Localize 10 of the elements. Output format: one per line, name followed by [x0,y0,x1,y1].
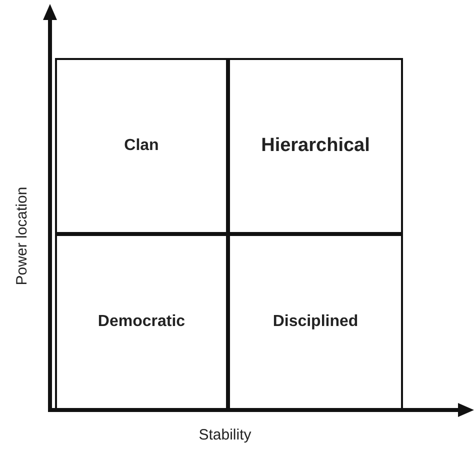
quadrant-cell [227,58,403,235]
quadrant-label: Democratic [98,313,186,331]
quadrant-label: Clan [124,137,159,155]
quadrant-cell [55,58,229,235]
quadrant-label: Hierarchical [261,135,370,157]
quadrant-label: Disciplined [272,313,358,331]
quadrant-cell [227,233,403,410]
axis-label: Stability [198,426,252,444]
quadrant-cell [55,233,229,410]
axis-label: Power location [14,186,30,286]
